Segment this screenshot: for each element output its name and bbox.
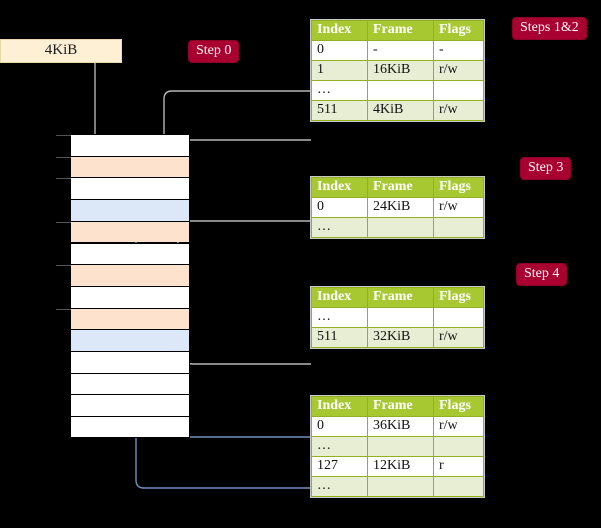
cell-flags xyxy=(433,476,484,497)
cell-frame: - xyxy=(367,40,434,61)
table-row[interactable]: … xyxy=(311,307,484,328)
step-badge-step4: Step 4 xyxy=(517,264,567,285)
table-row[interactable]: … xyxy=(311,80,484,101)
column-header-frame: Frame xyxy=(367,20,434,41)
frame-tick-mark xyxy=(56,135,71,136)
cell-index: 0 xyxy=(311,40,368,61)
wire-l2-row511-to-frame xyxy=(184,330,311,365)
table-row[interactable]: … xyxy=(311,436,484,457)
column-header-frame: Frame xyxy=(367,287,434,308)
cell-index: 511 xyxy=(311,327,368,348)
virtual-page-label: 4KiB xyxy=(44,42,78,58)
cell-flags: - xyxy=(433,40,484,61)
column-header-flags: Flags xyxy=(433,396,484,417)
cell-flags xyxy=(433,217,484,238)
cell-frame: 16KiB xyxy=(367,60,434,81)
memory-frame-row xyxy=(70,285,190,308)
cell-frame: 4KiB xyxy=(367,100,434,121)
column-header-index: Index xyxy=(311,20,368,41)
memory-frame-row xyxy=(70,351,190,373)
frame-tick-mark xyxy=(56,308,71,310)
cell-flags: r/w xyxy=(433,197,484,218)
cell-index: … xyxy=(311,307,368,328)
wire-l1-row127-to-frame xyxy=(135,213,311,489)
column-header-flags: Flags xyxy=(433,287,484,308)
cell-flags: r/w xyxy=(433,327,484,348)
cell-frame xyxy=(367,307,434,328)
cell-frame xyxy=(367,80,434,101)
column-header-index: Index xyxy=(311,287,368,308)
cell-frame xyxy=(367,217,434,238)
cell-index: 0 xyxy=(311,197,368,218)
cell-flags xyxy=(433,307,484,328)
memory-frame-row xyxy=(70,199,190,221)
table-row[interactable]: … xyxy=(311,476,484,497)
virtual-page-box: 4KiB xyxy=(0,39,122,63)
frame-tick-mark xyxy=(56,156,71,158)
memory-frame-row xyxy=(70,329,190,351)
cell-index: 511 xyxy=(311,100,368,121)
column-header-frame: Frame xyxy=(367,177,434,198)
cell-flags: r/w xyxy=(433,416,484,437)
cell-index: … xyxy=(311,436,368,457)
cell-frame: 32KiB xyxy=(367,327,434,348)
cell-frame: 36KiB xyxy=(367,416,434,437)
memory-frame-row xyxy=(56,264,190,286)
cell-index: … xyxy=(311,80,368,101)
table-row[interactable]: 0-- xyxy=(311,40,484,61)
cell-frame: 12KiB xyxy=(367,456,434,477)
memory-frame-row xyxy=(70,416,190,438)
column-header-flags: Flags xyxy=(433,20,484,41)
memory-frame-row xyxy=(70,372,190,395)
column-header-flags: Flags xyxy=(433,177,484,198)
physical-memory-column xyxy=(56,134,190,438)
cell-flags xyxy=(433,436,484,457)
wire-step0-entry xyxy=(163,90,311,195)
cell-index: 127 xyxy=(311,456,368,477)
table-row[interactable]: … xyxy=(311,217,484,238)
memory-frame-row xyxy=(56,155,190,178)
column-header-frame: Frame xyxy=(367,396,434,417)
memory-frame-row xyxy=(56,220,190,243)
step-badge-steps12: Steps 1&2 xyxy=(513,18,586,39)
cell-index: 1 xyxy=(311,60,368,81)
memory-frame-row xyxy=(56,134,190,156)
cell-frame xyxy=(367,476,434,497)
cell-flags: r/w xyxy=(433,60,484,81)
step-badge-step0: Step 0 xyxy=(189,41,239,62)
cell-index: … xyxy=(311,217,368,238)
memory-frame-row xyxy=(70,394,190,417)
cell-frame xyxy=(367,436,434,457)
memory-frame-row xyxy=(56,177,190,200)
memory-frame-row xyxy=(56,307,190,330)
step-badge-step3: Step 3 xyxy=(521,158,571,179)
frame-tick-mark xyxy=(56,265,71,267)
cell-index: 0 xyxy=(311,416,368,437)
frame-tick-mark xyxy=(56,178,71,180)
wire-l3-row0-to-frame xyxy=(177,220,311,261)
column-header-index: Index xyxy=(311,177,368,198)
cell-flags: r/w xyxy=(433,100,484,121)
cell-flags: r xyxy=(433,456,484,477)
cell-frame: 24KiB xyxy=(367,197,434,218)
memory-frame-row xyxy=(70,242,190,265)
frame-tick-mark xyxy=(56,221,71,223)
cell-index: … xyxy=(311,476,368,497)
cell-flags xyxy=(433,80,484,101)
column-header-index: Index xyxy=(311,396,368,417)
